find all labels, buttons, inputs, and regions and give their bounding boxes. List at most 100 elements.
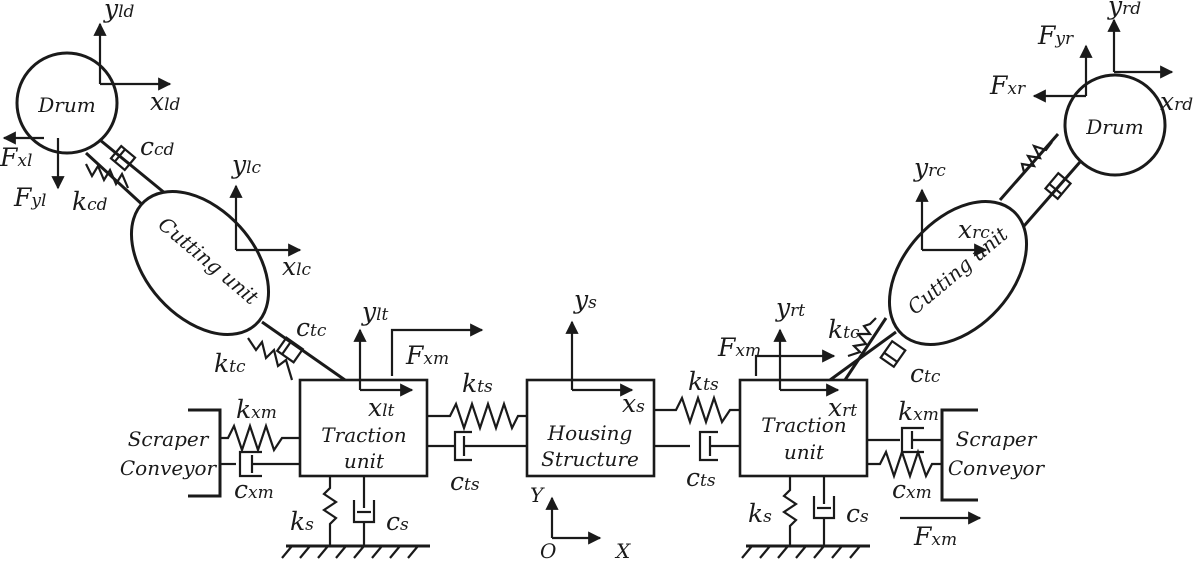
right-tr-y-axis-sub: rt: [790, 301, 805, 321]
svg-text:xld: xld: [150, 87, 181, 116]
svg-text:cts: cts: [686, 463, 716, 492]
svg-text:Fxl: Fxl: [0, 143, 32, 172]
cs-right-sub: s: [860, 507, 869, 527]
svg-text:cxm: cxm: [892, 475, 932, 504]
svg-text:cts: cts: [450, 467, 480, 496]
global-origin-label: O: [540, 539, 556, 563]
svg-text:ctc: ctc: [910, 359, 941, 388]
right-cutting-unit: Cutting unit: [887, 200, 1029, 346]
cts-left-label: c: [450, 467, 464, 496]
svg-text:ktc: ktc: [214, 349, 246, 378]
svg-text:cs: cs: [846, 499, 869, 528]
ctc-right-sub: tc: [924, 367, 941, 387]
cs-left-sub: s: [400, 515, 409, 535]
ccd-sub: cd: [154, 140, 175, 160]
fxm-left-sub: xm: [423, 349, 449, 369]
right-conveyor-label-2: Conveyor: [948, 456, 1046, 480]
right-traction-label-1: Traction: [761, 413, 846, 437]
left-drum-y-axis-sub: ld: [118, 2, 134, 22]
svg-text:yrt: yrt: [775, 293, 805, 322]
left-cut-y-axis-label: y: [231, 150, 247, 179]
svg-text:ys: ys: [573, 285, 597, 314]
left-tr-x-axis-label: x: [368, 393, 382, 422]
right-cut-y-axis-sub: rc: [928, 161, 946, 181]
left-drum-forces: Fxl Fyl: [0, 131, 65, 212]
svg-text:ylc: ylc: [231, 150, 262, 179]
left-cut-x-axis-sub: lc: [296, 260, 311, 280]
left-cut-x-axis-label: x: [282, 252, 296, 281]
left-cxm-damper: [220, 450, 300, 478]
cs-right-label: c: [846, 499, 860, 528]
fyr-label: F: [1037, 21, 1057, 50]
right-traction-force: Fxm: [717, 333, 836, 376]
left-tr-y-axis-sub: lt: [376, 305, 388, 325]
cs-left-label: c: [386, 507, 400, 536]
left-drum-axes: yld xld: [93, 0, 181, 116]
housing-y-axis-label: y: [573, 285, 589, 314]
right-kts-spring: [654, 394, 740, 426]
svg-text:cs: cs: [386, 507, 409, 536]
right-tr-y-axis-label: y: [775, 293, 791, 322]
left-tr-y-axis-label: y: [361, 297, 377, 326]
fxm-bottom-label: F: [913, 522, 933, 551]
left-conveyor-label-1: Scraper: [128, 427, 210, 451]
svg-text:Fxr: Fxr: [989, 71, 1026, 100]
left-ground-support: [281, 476, 430, 559]
ctc-right-label: c: [910, 359, 924, 388]
cxm-right-sub: xm: [906, 483, 932, 503]
left-drum: Drum: [15, 51, 119, 155]
left-tr-x-axis-sub: lt: [382, 401, 394, 421]
global-x-axis-label: X: [614, 539, 631, 563]
right-cut-x-axis-label: x: [958, 215, 972, 244]
right-ground-support: [741, 476, 870, 559]
right-cut-x-axis-sub: rc: [972, 223, 990, 243]
right-drum-x-axis-sub: rd: [1174, 95, 1193, 115]
left-conveyor-label-2: Conveyor: [120, 456, 218, 480]
right-ktc-spring: [847, 317, 877, 358]
kts-right-sub: ts: [703, 375, 719, 395]
svg-text:kts: kts: [688, 367, 719, 396]
svg-text:kxm: kxm: [898, 397, 939, 426]
fxl-label: F: [0, 143, 19, 172]
fxm-left-label: F: [405, 341, 425, 370]
right-cutting-axes: yrc xrc: [913, 153, 990, 257]
cxm-left-sub: xm: [248, 483, 274, 503]
right-traction-label-2: unit: [784, 440, 825, 464]
svg-text:ctc: ctc: [296, 313, 327, 342]
left-cutting-arm: [261, 320, 346, 382]
left-traction-unit: Traction unit: [298, 378, 429, 478]
housing-x-axis-sub: s: [636, 397, 645, 417]
right-drum: Drum: [1063, 73, 1167, 177]
right-drum-axes: yrd xrd: [1107, 0, 1193, 116]
kcd-label: k: [72, 187, 87, 216]
right-tr-x-axis-sub: rt: [842, 401, 857, 421]
svg-text:Fxm: Fxm: [717, 333, 761, 362]
ctc-left-label: c: [296, 313, 310, 342]
svg-text:kxm: kxm: [236, 395, 277, 424]
housing-structure: Housing Structure: [525, 378, 656, 478]
svg-text:yrd: yrd: [1107, 0, 1141, 20]
right-drum-x-axis-label: x: [1160, 87, 1174, 116]
left-kxm-spring: [220, 422, 300, 454]
kxm-left-sub: xm: [251, 403, 277, 423]
ktc-right-sub: tc: [843, 323, 860, 343]
svg-text:kts: kts: [462, 369, 493, 398]
left-kts-spring: [427, 400, 527, 432]
svg-text:Fxm: Fxm: [913, 522, 957, 551]
cts-right-sub: ts: [700, 471, 716, 491]
fxl-sub: xl: [17, 151, 32, 171]
left-drum-spring: [85, 163, 130, 189]
left-cts-damper: [427, 430, 527, 462]
left-ktc-spring: [247, 337, 294, 381]
svg-text:Fyr: Fyr: [1037, 21, 1074, 50]
svg-text:xrc: xrc: [958, 215, 990, 244]
ctc-left-sub: tc: [310, 321, 327, 341]
svg-text:ktc: ktc: [828, 315, 860, 344]
fxm-right-sub: xm: [735, 341, 761, 361]
right-cut-y-axis-label: y: [913, 153, 929, 182]
cts-left-sub: ts: [464, 475, 480, 495]
right-traction-axes: yrt xrt: [773, 293, 857, 422]
left-scraper-conveyor: Scraper Conveyor: [120, 408, 222, 498]
right-traction-unit: Traction unit: [738, 378, 869, 478]
